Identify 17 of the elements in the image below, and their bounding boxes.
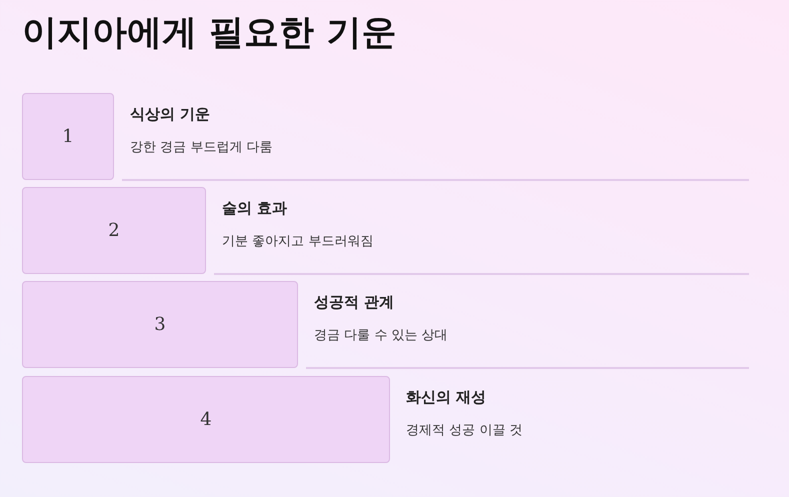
- item-heading: 화신의 재성: [406, 388, 486, 406]
- item-description: 강한 경금 부드럽게 다룸: [130, 140, 272, 156]
- numbered-box: [22, 187, 206, 274]
- numbered-box: [22, 376, 390, 463]
- item-description: 경제적 성공 이끌 것: [406, 423, 522, 439]
- step-number: 2: [108, 222, 120, 240]
- item-heading: 식상의 기운: [130, 105, 210, 123]
- item-description: 기분 좋아지고 부드러워짐: [222, 234, 374, 250]
- step-number: 4: [200, 410, 212, 428]
- numbered-box: [22, 93, 114, 180]
- item-description: 경금 다룰 수 있는 상대: [314, 328, 448, 344]
- step-number: 1: [62, 128, 74, 146]
- page-title: 이지아에게 필요한 기운: [22, 12, 396, 54]
- item-heading: 성공적 관계: [314, 293, 394, 311]
- step-number: 3: [154, 316, 166, 334]
- numbered-box: [22, 281, 298, 368]
- item-heading: 술의 효과: [222, 199, 288, 217]
